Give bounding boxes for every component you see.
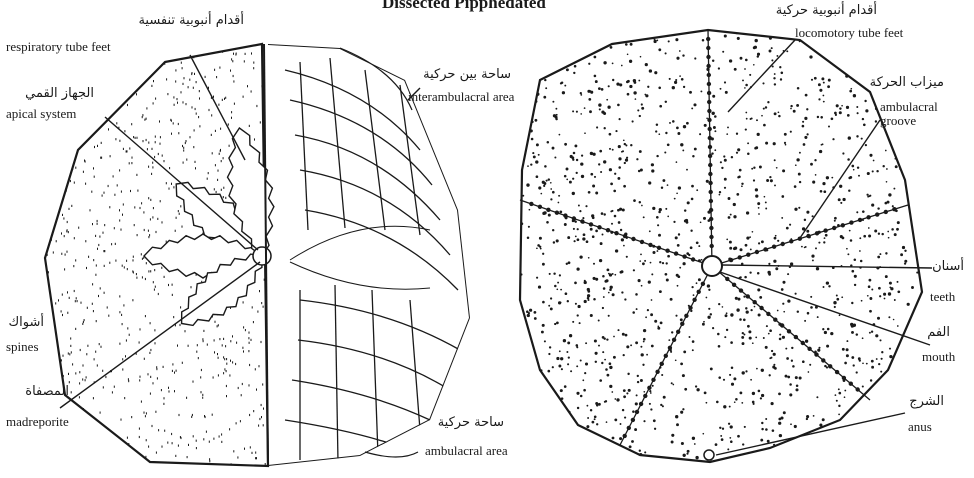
label-interambulacral-area-ar: ساحة بين حركية: [423, 68, 511, 81]
label-teeth-ar: أسنان: [932, 260, 964, 273]
oral-outline: [520, 30, 922, 462]
mouth-opening: [702, 256, 722, 276]
ambulacral-grooves: [520, 30, 908, 445]
label-ambulacral-groove: ambulacral groove: [880, 100, 960, 127]
label-interambulacral-area: interambulacral area: [408, 90, 514, 103]
respiratory-petals: [144, 128, 274, 325]
label-spines: spines: [6, 340, 39, 353]
label-anus-ar: الشرج: [909, 395, 944, 408]
anus-opening: [704, 450, 714, 460]
label-respiratory-tube-feet: respiratory tube feet: [6, 40, 111, 53]
ambulacral-bracket: [365, 452, 418, 457]
label-mouth-ar: الفم: [927, 326, 950, 339]
oral-stippled-surface: [517, 27, 929, 470]
label-respiratory-tube-feet-ar: أقدام أنبوبية تنفسية: [138, 14, 244, 27]
plate-mosaic: [268, 44, 470, 466]
label-spines-ar: أشواك: [8, 316, 44, 329]
label-locomotory-tube-feet: locomotory tube feet: [795, 26, 903, 39]
apical-disc: [253, 247, 271, 265]
label-ambulacral-area: ambulacral area: [425, 444, 508, 457]
label-madreporite: madreporite: [6, 415, 69, 428]
label-apical-system: apical system: [6, 107, 76, 120]
label-apical-system-ar: الجهاز القمي: [25, 87, 94, 100]
label-teeth: teeth: [930, 290, 955, 303]
label-ambulacral-area-ar: ساحة حركية: [438, 416, 504, 429]
label-anus: anus: [908, 420, 932, 433]
label-mouth: mouth: [922, 350, 955, 363]
label-ambulacral-groove-ar: ميزاب الحركة: [870, 76, 944, 89]
label-locomotory-tube-feet-ar: أقدام أنبوبية حركية: [776, 4, 877, 17]
label-madreporite-ar: المصفاة: [25, 385, 69, 398]
figure-title: Dissected Pipphedated: [382, 0, 546, 11]
